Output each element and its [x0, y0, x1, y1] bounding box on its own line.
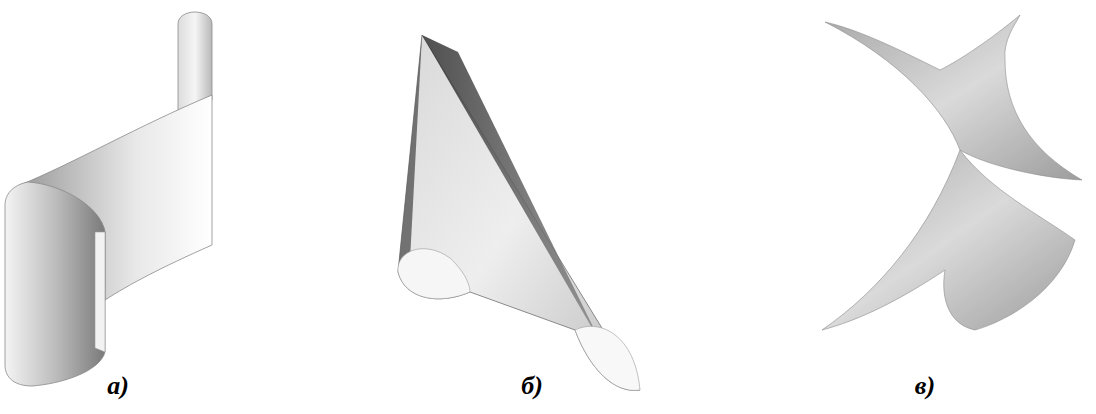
- conical-surface: [398, 35, 640, 390]
- figure-label: в): [915, 373, 935, 399]
- figure-label: б): [521, 373, 543, 399]
- figure-label: а): [107, 373, 129, 399]
- cylindrical-surface: [5, 12, 212, 386]
- twisted-surface: [822, 15, 1082, 330]
